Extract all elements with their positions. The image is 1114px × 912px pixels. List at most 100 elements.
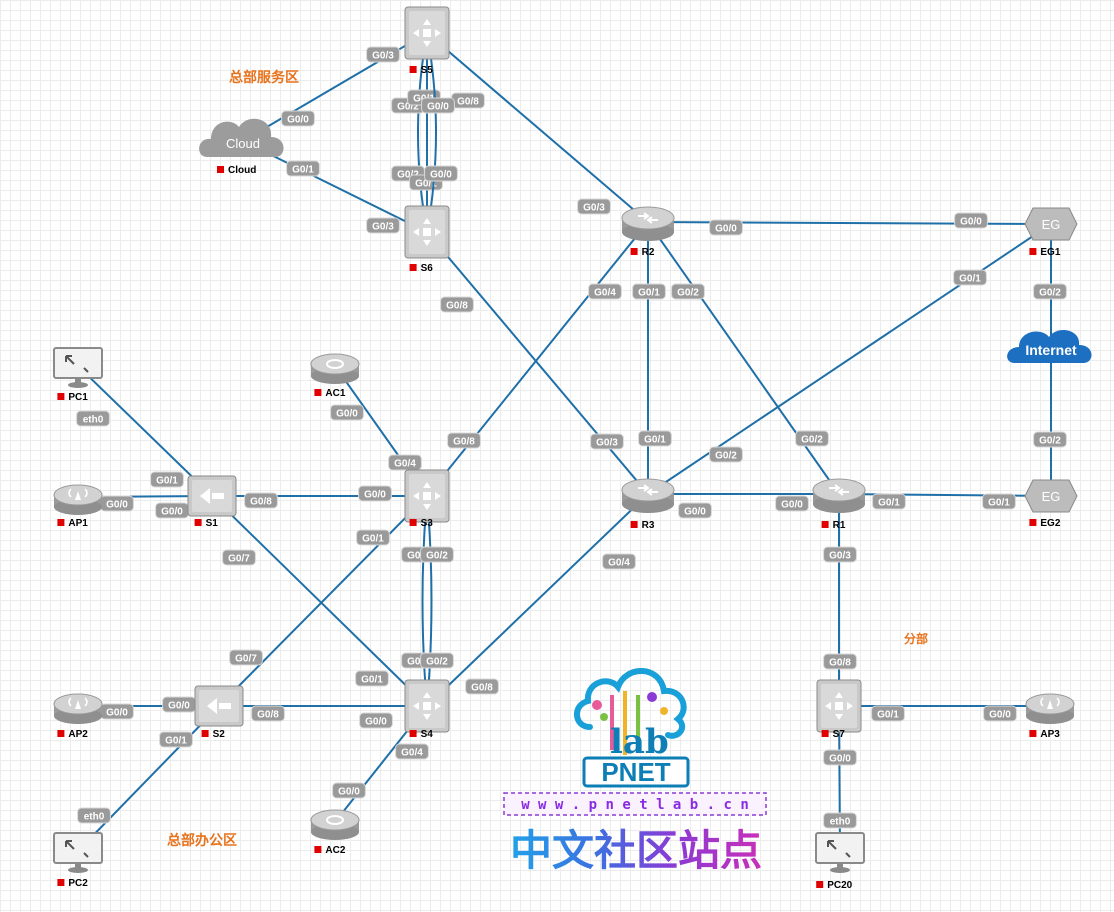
node-r3[interactable]: R3 — [621, 478, 675, 531]
port-badge-S6[interactable]: G0/3 — [366, 217, 400, 234]
node-internet[interactable]: Internet — [1007, 330, 1092, 363]
port-badge-EG2[interactable]: G0/2 — [1033, 431, 1067, 448]
link-S3-S4[interactable]: G0/2G0/2 — [420, 495, 454, 707]
link-R2-S3[interactable]: G0/4G0/8 — [426, 221, 649, 497]
port-badge-Cloud[interactable]: G0/1 — [286, 160, 320, 177]
link-R1-EG2[interactable]: G0/1 G0/1 — [838, 493, 1052, 510]
port-badge-S2[interactable]: G0/8 — [251, 705, 285, 722]
link-EG1-Internet[interactable]: G0/2 — [1033, 224, 1067, 349]
port-badge-S7[interactable]: G0/0 — [823, 749, 857, 766]
node-ap2[interactable]: AP2 — [53, 693, 103, 740]
port-badge-R2[interactable]: G0/2 — [671, 283, 705, 300]
port-badge-S6[interactable]: G0/0 — [424, 165, 458, 182]
port-badge-Cloud[interactable]: G0/0 — [281, 110, 315, 127]
node-pc2[interactable]: PC2 — [53, 832, 103, 889]
port-badge-R3-text: G0/4 — [608, 558, 630, 569]
port-badge-S1[interactable]: G0/1 — [150, 471, 184, 488]
link-S5-R2[interactable]: G0/8G0/3 — [426, 32, 649, 223]
node-s7[interactable]: S7 — [816, 679, 862, 740]
node-pc1[interactable]: PC1 — [53, 347, 103, 403]
node-ap1[interactable]: AP1 — [53, 484, 103, 529]
port-badge-R2[interactable]: G0/0 — [709, 219, 743, 236]
link-EG1-R3[interactable]: G0/1G0/2 — [647, 223, 1052, 495]
port-badge-S4[interactable]: G0/4 — [395, 743, 429, 760]
node-s3[interactable]: S3 — [404, 469, 450, 529]
port-badge-S3[interactable]: G0/8 — [447, 432, 481, 449]
port-badge-R3[interactable]: G0/3 — [590, 433, 624, 450]
port-badge-PC20[interactable]: eth0 — [823, 812, 857, 829]
link-S2-PC2[interactable]: G0/1 eth0 — [77, 705, 220, 852]
link-AC2-S4[interactable]: G0/0G0/4 — [332, 705, 429, 823]
link-R3-S4[interactable]: G0/4G0/8 — [426, 493, 649, 707]
link-S7-AP3[interactable]: G0/1 G0/0 — [839, 705, 1050, 722]
port-badge-AC2[interactable]: G0/0 — [332, 782, 366, 799]
port-badge-S1[interactable]: G0/8 — [244, 492, 278, 509]
port-badge-AC1[interactable]: G0/0 — [330, 404, 364, 421]
node-ac1[interactable]: AC1 — [310, 353, 360, 399]
port-badge-S1[interactable]: G0/7 — [222, 549, 256, 566]
link-Internet-EG2[interactable]: G0/2 — [1033, 349, 1067, 496]
port-badge-R2[interactable]: G0/1 — [632, 283, 666, 300]
port-badge-S5[interactable]: G0/0 — [421, 97, 455, 114]
link-S2-S4[interactable]: G0/8 G0/0 — [219, 705, 427, 729]
node-r1[interactable]: R1 — [812, 478, 866, 531]
link-S1-S3[interactable]: G0/8 G0/0 — [212, 485, 427, 509]
status-indicator — [314, 389, 322, 396]
port-badge-R1[interactable]: G0/1 — [872, 493, 906, 510]
port-badge-R3[interactable]: G0/2 — [709, 446, 743, 463]
node-s4[interactable]: S4 — [404, 679, 450, 740]
link-R2-R1[interactable]: G0/2G0/2 — [647, 221, 840, 495]
port-badge-EG2[interactable]: G0/1 — [982, 493, 1016, 510]
link-R3-R1[interactable]: G0/0 G0/0 — [648, 493, 839, 519]
node-ap3[interactable]: AP3 — [1025, 693, 1075, 740]
node-s2[interactable]: S2 — [194, 685, 244, 740]
port-badge-S4[interactable]: G0/2 — [420, 652, 454, 669]
link-S6-R3[interactable]: G0/8G0/3 — [426, 231, 649, 495]
port-badge-AP3[interactable]: G0/0 — [983, 705, 1017, 722]
port-badge-S7[interactable]: G0/8 — [823, 653, 857, 670]
port-badge-PC2[interactable]: eth0 — [77, 807, 111, 824]
port-badge-S3[interactable]: G0/2 — [420, 546, 454, 563]
port-badge-R1[interactable]: G0/3 — [823, 546, 857, 563]
link-Cloud-S6[interactable]: G0/1G0/3 — [242, 140, 428, 234]
port-badge-S4[interactable]: G0/1 — [355, 670, 389, 687]
link-S3-S2[interactable]: G0/1G0/7 — [218, 495, 428, 707]
port-badge-R3[interactable]: G0/0 — [678, 502, 712, 519]
node-s1[interactable]: S1 — [187, 475, 237, 529]
port-badge-R2[interactable]: G0/4 — [588, 283, 622, 300]
port-badge-S6[interactable]: G0/8 — [440, 296, 474, 313]
node-s6[interactable]: S6 — [404, 205, 450, 274]
link-Cloud-S5[interactable]: G0/0 G0/3 — [242, 32, 428, 142]
port-badge-R1[interactable]: G0/2 — [795, 430, 829, 447]
port-badge-R3[interactable]: G0/1 — [638, 430, 672, 447]
port-badge-S7[interactable]: G0/1 — [871, 705, 905, 722]
port-badge-S3[interactable]: G0/1 — [356, 529, 390, 546]
port-badge-S4[interactable]: G0/8 — [465, 678, 499, 695]
port-badge-R1[interactable]: G0/0 — [775, 495, 809, 512]
port-badge-S4[interactable]: G0/0 — [359, 712, 393, 729]
port-badge-R3[interactable]: G0/4 — [602, 553, 636, 570]
link-R1-S7[interactable]: G0/3G0/8 — [823, 494, 857, 706]
port-badge-EG1[interactable]: G0/0 — [954, 212, 988, 229]
link-R2-R3[interactable]: G0/1G0/1 — [632, 222, 672, 494]
port-badge-S2[interactable]: G0/1 — [159, 731, 193, 748]
node-ac2[interactable]: AC2 — [310, 809, 360, 856]
node-r2[interactable]: R2 — [621, 206, 675, 258]
port-badge-PC1[interactable]: eth0 — [76, 410, 110, 427]
port-badge-S3[interactable]: G0/0 — [358, 485, 392, 502]
link-S1-S4[interactable]: G0/7G0/1 — [211, 495, 428, 707]
port-badge-S2[interactable]: G0/7 — [229, 649, 263, 666]
port-badge-EG1[interactable]: G0/1 — [953, 269, 987, 286]
port-badge-EG1[interactable]: G0/2 — [1033, 283, 1067, 300]
node-pc20[interactable]: PC20 — [815, 832, 865, 891]
link-R2-EG1[interactable]: G0/0 G0/0 — [647, 212, 1052, 236]
port-badge-S5[interactable]: G0/3 — [366, 46, 400, 63]
node-s5[interactable]: S5 — [404, 6, 450, 76]
port-badge-S3[interactable]: G0/4 — [388, 454, 422, 471]
port-badge-R2[interactable]: G0/3 — [577, 198, 611, 215]
port-badge-AP1[interactable]: G0/0 — [100, 495, 134, 512]
